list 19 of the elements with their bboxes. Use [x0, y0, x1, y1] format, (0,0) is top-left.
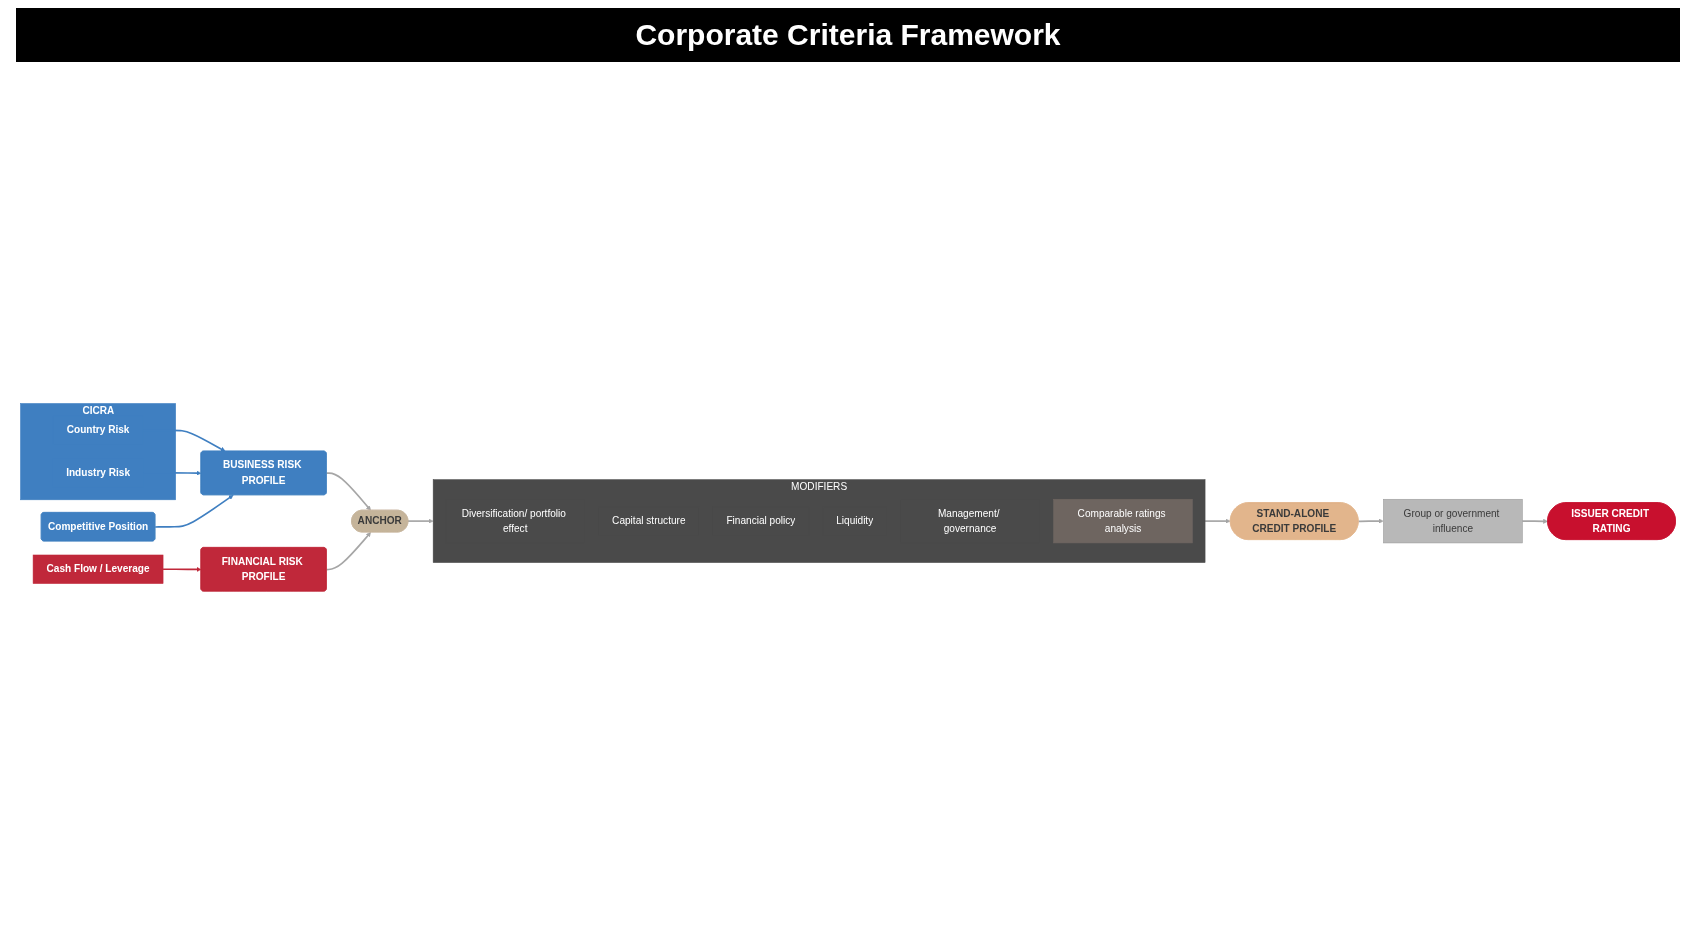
- node-text: Capital structure: [612, 514, 686, 527]
- arrow: [1204, 518, 1231, 524]
- arrow: [1521, 518, 1549, 524]
- arrow: [162, 566, 202, 572]
- title-bar: Corporate Criteria Framework: [16, 8, 1680, 62]
- arrow: [325, 472, 371, 511]
- arrow: [325, 531, 371, 571]
- node-text: Industry Risk: [66, 466, 131, 478]
- arrow: [1357, 518, 1384, 524]
- node-text: Diversification/ portfolio effect: [461, 507, 566, 534]
- node-box: Group or government influence: [1383, 498, 1523, 543]
- node-text: Financial policy: [726, 514, 796, 527]
- node-text: Country Risk: [66, 424, 130, 436]
- node-text: Management/ governance: [937, 507, 1000, 534]
- node-box: Comparable ratings analysis: [1053, 498, 1193, 543]
- node-box: Cash Flow / Leverage: [32, 554, 164, 584]
- node-text: Liquidity: [836, 514, 874, 527]
- arrow: [407, 518, 434, 524]
- arrow: [154, 494, 234, 528]
